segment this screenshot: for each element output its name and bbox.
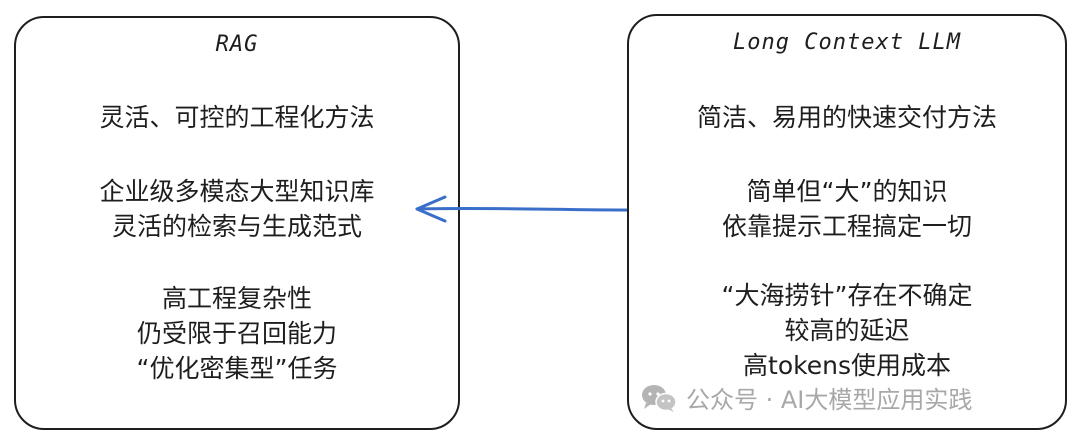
rag-line: 灵活、可控的工程化方法 (99, 103, 375, 132)
llm-line: 依靠提示工程搞定一切 (721, 212, 972, 241)
arrow-head-left (415, 195, 447, 223)
llm-line: “大海捞针”存在不确定 (721, 281, 973, 310)
rag-line: 仍受限于召回能力 (136, 319, 337, 348)
rag-line: “优化密集型”任务 (136, 354, 338, 383)
rag-group-1: 灵活、可控的工程化方法 (16, 100, 458, 135)
rag-title: RAG (215, 32, 259, 57)
rag-line: 高工程复杂性 (161, 284, 312, 313)
llm-group-3: “大海捞针”存在不确定 较高的延迟 高tokens使用成本 (629, 278, 1065, 383)
rag-group-2: 企业级多模态大型知识库 灵活的检索与生成范式 (16, 174, 458, 244)
watermark: 公众号 · AI大模型应用实践 (640, 380, 972, 415)
long-context-llm-title: Long Context LLM (733, 30, 961, 55)
llm-line: 简单但“大”的知识 (746, 177, 948, 206)
llm-line: 简洁、易用的快速交付方法 (696, 103, 997, 132)
wechat-icon (642, 384, 677, 412)
rag-line: 灵活的检索与生成范式 (111, 212, 362, 241)
long-context-llm-box: Long Context LLM 简洁、易用的快速交付方法 简单但“大”的知识 … (627, 14, 1067, 430)
llm-line: 高tokens使用成本 (743, 351, 951, 380)
watermark-text: 公众号 · AI大模型应用实践 (686, 386, 973, 414)
llm-group-1: 简洁、易用的快速交付方法 (629, 100, 1065, 135)
llm-line: 较高的延迟 (784, 316, 910, 345)
llm-group-2: 简单但“大”的知识 依靠提示工程搞定一切 (629, 174, 1065, 244)
rag-box: RAG 灵活、可控的工程化方法 企业级多模态大型知识库 灵活的检索与生成范式 高… (14, 16, 460, 430)
rag-line: 企业级多模态大型知识库 (99, 177, 375, 206)
rag-group-3: 高工程复杂性 仍受限于召回能力 “优化密集型”任务 (16, 281, 458, 386)
